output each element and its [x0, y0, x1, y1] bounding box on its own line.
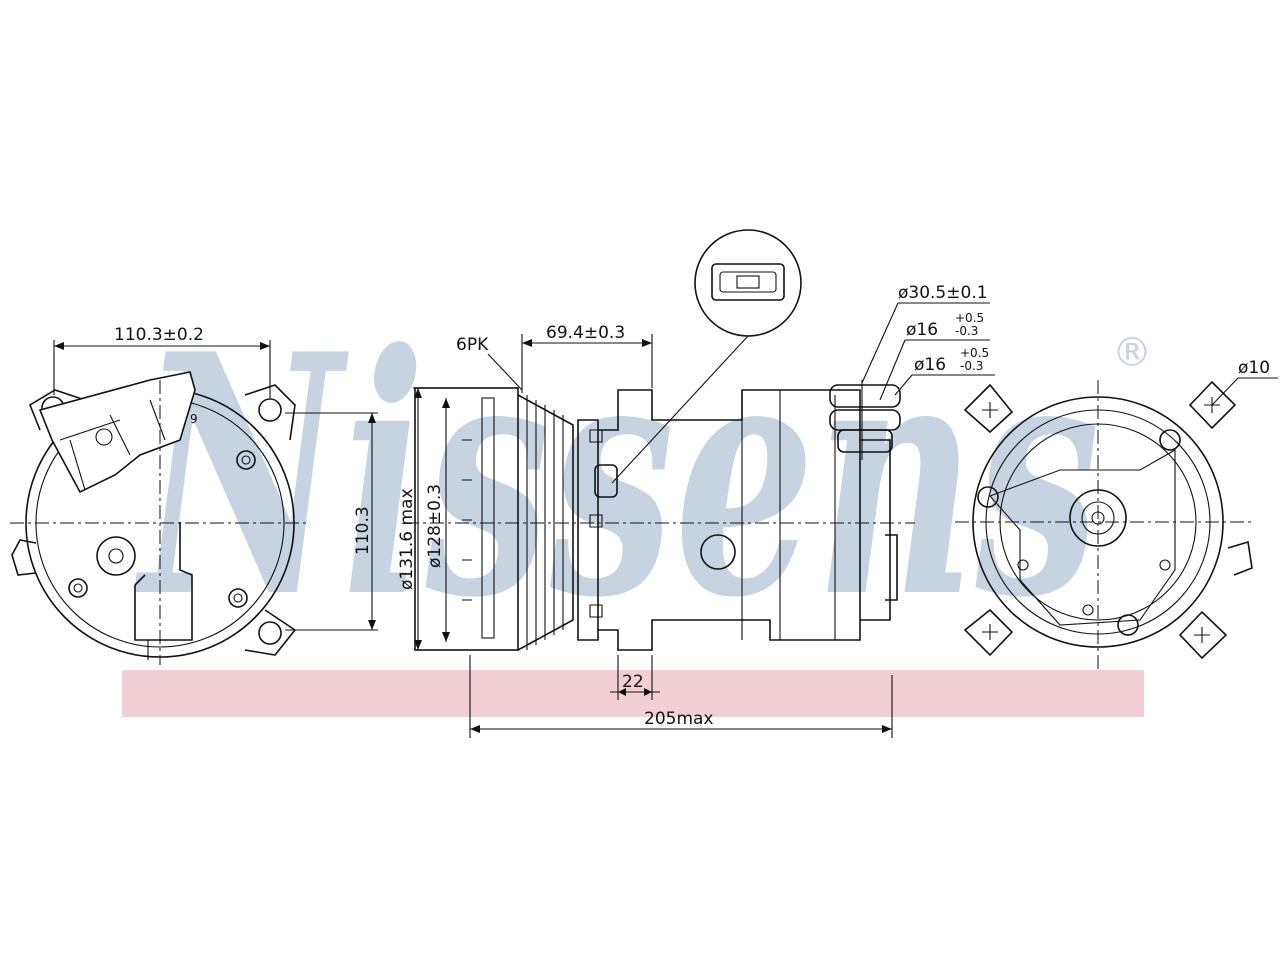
- dim-pulley-max: ø131.6 max: [397, 488, 417, 590]
- dim-overall-length: 205max: [644, 709, 714, 729]
- connector-detail-bubble: [611, 229, 802, 484]
- dim-port-small-2-tol-lower: -0.3: [960, 359, 983, 373]
- dim-pulley-offset: 69.4±0.3: [546, 323, 625, 343]
- dim-mount-hole: ø10: [1238, 358, 1270, 378]
- left-end-view: 110.3±0.2 110.3 9: [10, 325, 378, 665]
- dim-boss-width: 22: [622, 672, 644, 692]
- side-view: ø131.6 max ø128±0.3 6PK 69.4±0.3 ø30.5±0…: [397, 229, 995, 738]
- watermark-band: [122, 670, 1144, 717]
- registered-mark: ®: [1112, 330, 1152, 376]
- dim-pulley: ø128±0.3: [425, 484, 445, 568]
- service-ports: [829, 380, 901, 460]
- dim-belt-type: 6PK: [456, 335, 489, 355]
- dim-left-width: 110.3±0.2: [114, 325, 204, 345]
- right-end-view: ø10: [955, 358, 1278, 670]
- dim-port-small-2-tol-upper: +0.5: [960, 346, 989, 360]
- dim-port-large: ø30.5±0.1: [898, 283, 988, 303]
- dim-port-small-1: ø16: [906, 320, 938, 340]
- dim-port-small-1-tol-lower: -0.3: [955, 324, 978, 338]
- dim-small-label: 9: [190, 412, 198, 426]
- dim-port-small-2: ø16: [914, 355, 946, 375]
- dim-port-small-1-tol-upper: +0.5: [955, 311, 984, 325]
- dim-left-height: 110.3: [353, 506, 373, 555]
